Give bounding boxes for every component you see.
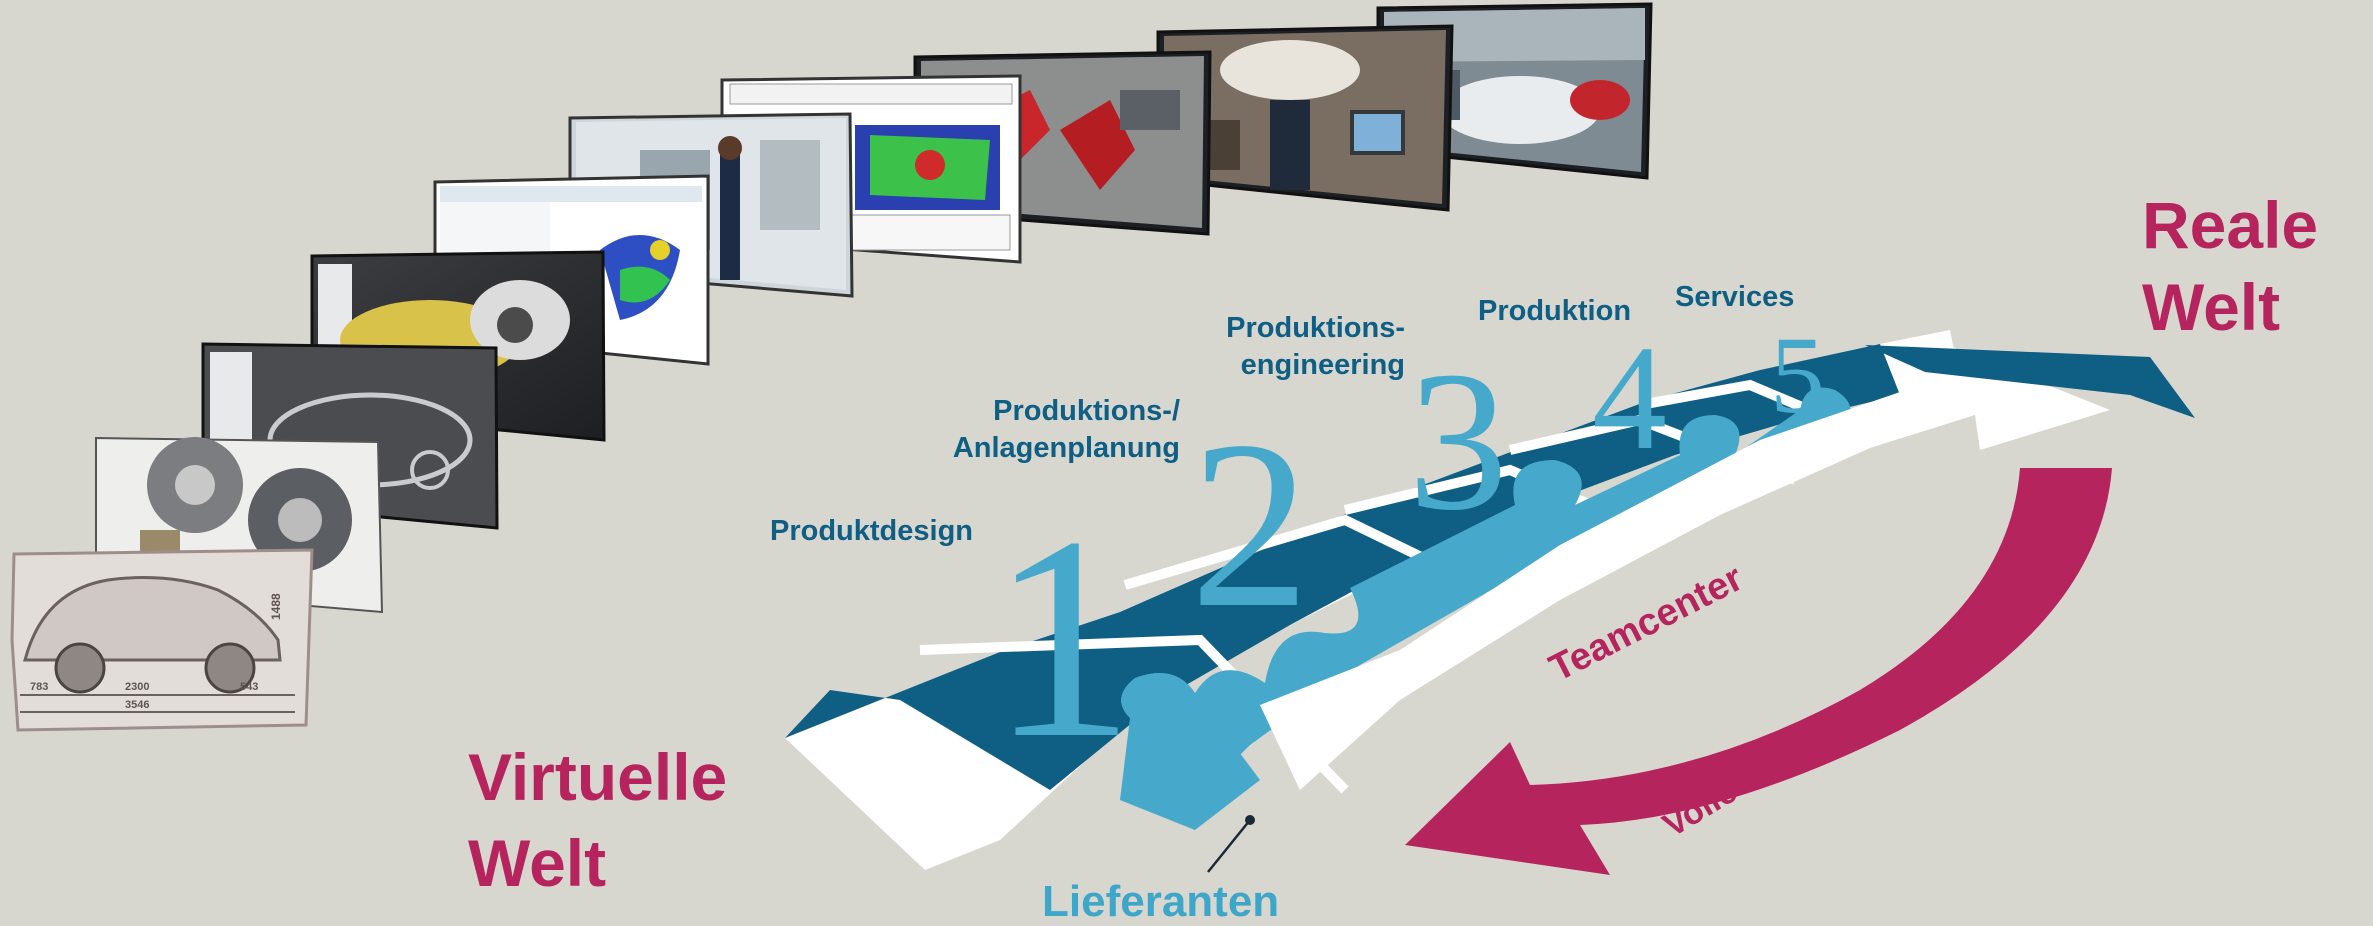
continuity-label: Volle Durchgängigkeit (1657, 629, 1982, 845)
stage-label-anlagenplanung-2: Anlagenplanung (953, 432, 1180, 464)
dim-543: 543 (240, 681, 258, 693)
stage-label-produktion: Produktion (1478, 295, 1631, 327)
dim-2300: 2300 (125, 681, 149, 693)
lieferanten-label: Lieferanten (1042, 877, 1279, 926)
forward-white-arrow (1260, 340, 2110, 790)
lieferanten-segment (1120, 673, 1260, 830)
real-world-line-2: Welt (2142, 270, 2280, 344)
height-dimension: 1488 (269, 593, 283, 620)
virtual-world-line-1: Virtuelle (468, 740, 727, 814)
dim-3546: 3546 (125, 699, 149, 711)
car-sketch-image: 1488 783 2300 543 3546 (10, 548, 314, 732)
stage-label-anlagenplanung-1: Produktions-/ (993, 395, 1180, 427)
stage-label-produktdesign: Produktdesign (770, 515, 973, 547)
stage-numbers: 1 2 3 4 5 (990, 314, 1825, 798)
real-world-line-1: Reale (2142, 188, 2318, 262)
stage-number-2: 2 (1190, 391, 1310, 657)
car-assembly-workers-image (1156, 24, 1454, 212)
stage-number-4: 4 (1592, 315, 1667, 481)
stage-number-5: 5 (1770, 314, 1825, 436)
forward-blue-arrow (1865, 345, 2195, 418)
world-labels: Virtuelle Welt Reale Welt (468, 188, 2318, 900)
virtual-world-line-2: Welt (468, 826, 606, 900)
pointer-dot (1245, 815, 1255, 825)
stage-label-services: Services (1675, 281, 1794, 313)
stage-label-engineering-1: Produktions- (1226, 312, 1405, 344)
stage-label-engineering-2: engineering (1241, 349, 1405, 381)
stage-number-3: 3 (1408, 331, 1508, 552)
continuity-arrow (1405, 468, 2112, 875)
ribbon-dark-strip (785, 344, 1900, 790)
dim-783: 783 (30, 681, 48, 693)
stage-labels: Produktdesign Produktions-/ Anlagenplanu… (770, 281, 1794, 547)
lieferanten-pointer (1207, 819, 1251, 873)
stage-number-1: 1 (990, 477, 1135, 798)
